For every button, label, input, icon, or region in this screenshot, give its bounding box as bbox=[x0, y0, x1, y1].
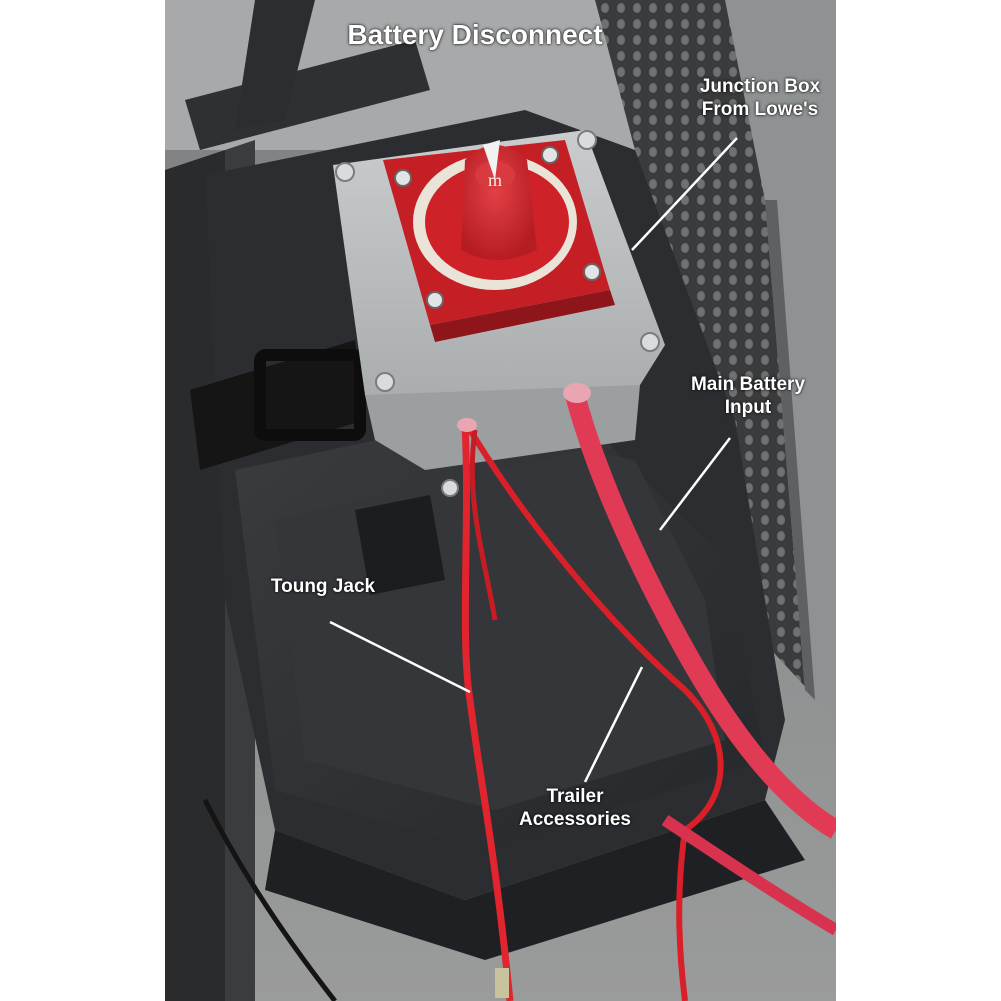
label-junction-box-line-2: From Lowe's bbox=[701, 98, 819, 120]
switch-logo-mark: m bbox=[488, 170, 502, 190]
label-junction-box-line-1: Junction Box bbox=[699, 76, 821, 97]
label-trailer-accessories-line-2: Accessories bbox=[519, 808, 631, 830]
photo-illustration: m bbox=[165, 0, 836, 1001]
battery-disconnect-photo: m bbox=[165, 0, 836, 1001]
image-title: Battery Disconnect bbox=[347, 19, 603, 50]
label-toung-jack-line-1: Toung Jack bbox=[270, 576, 376, 597]
label-toung-jack: Toung Jack bbox=[258, 576, 388, 599]
label-main-battery-line-1: Main Battery bbox=[690, 374, 806, 395]
label-main-battery-input: Main Battery Input bbox=[678, 374, 818, 420]
label-main-battery-line-2: Input bbox=[724, 396, 772, 418]
label-junction-box: Junction Box From Lowe's bbox=[690, 76, 830, 122]
label-trailer-accessories: Trailer Accessories bbox=[500, 786, 650, 832]
label-trailer-accessories-line-1: Trailer bbox=[546, 786, 604, 807]
